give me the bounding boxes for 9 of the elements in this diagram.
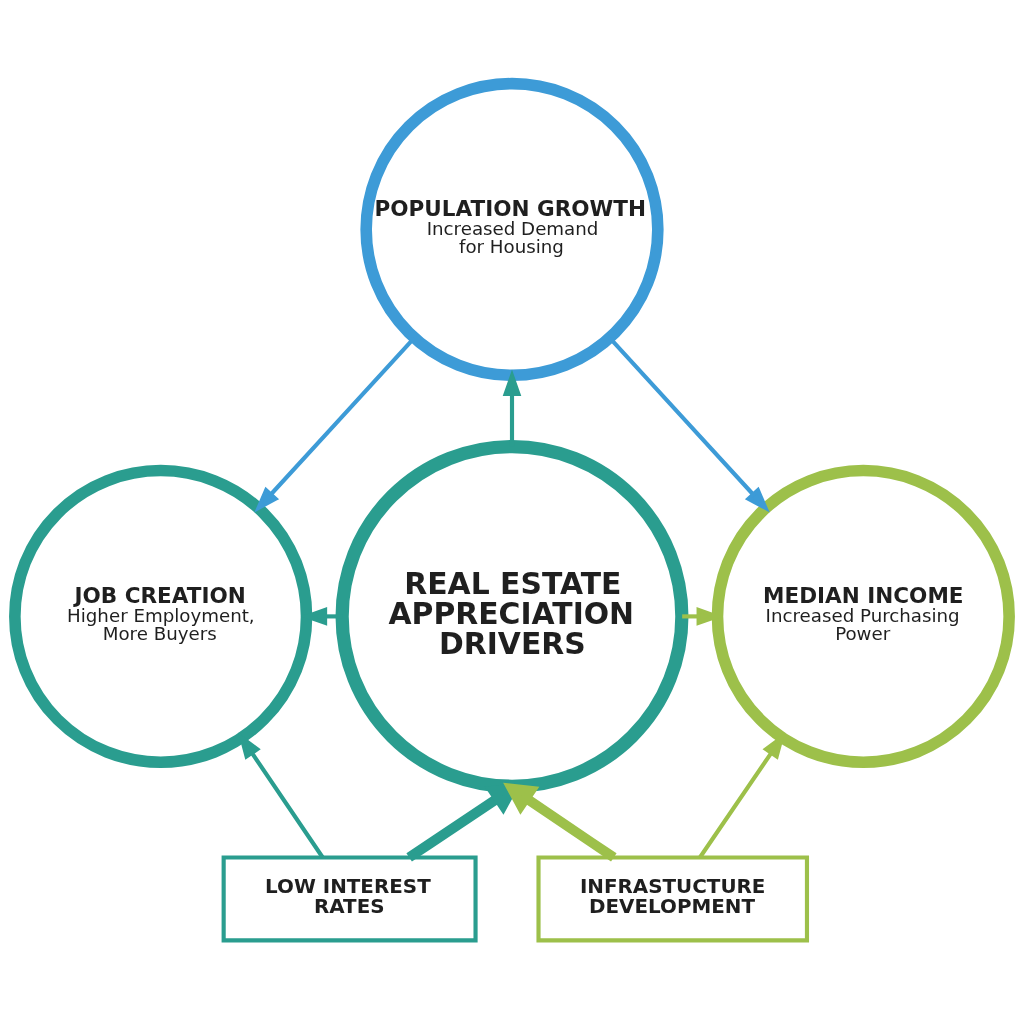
node-circle: POPULATION GROWTH Increased Demand for Housing: [360, 77, 664, 382]
node-box: INFRASTUCTURE DEVELOPMENT: [536, 855, 810, 943]
node-circle: REAL ESTATE APPRECIATION DRIVERS: [335, 439, 689, 793]
arrow: [698, 732, 786, 859]
node-box: LOW INTEREST RATES: [221, 855, 478, 943]
arrow: [503, 782, 617, 862]
arrow: [238, 732, 325, 859]
node-circle: MEDIAN INCOME Increased Purchasing Power: [711, 464, 1015, 769]
node-circle: JOB CREATION Higher Employment, More Buyers: [9, 464, 313, 769]
